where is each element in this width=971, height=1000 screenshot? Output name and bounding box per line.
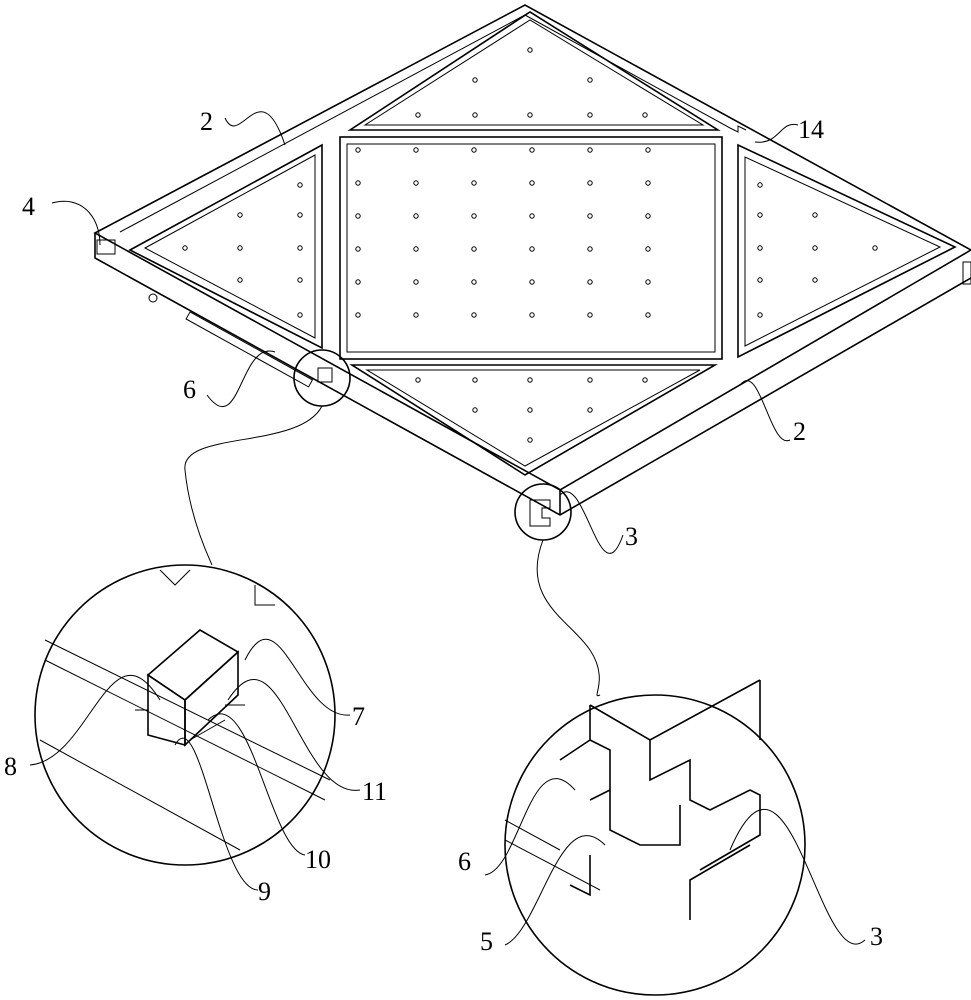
connector-small [318,368,332,382]
panels [130,12,955,475]
panel-hole [473,113,477,117]
panel-hole [473,408,477,412]
panel-hole [356,280,360,284]
label-6-detail: 6 [458,847,471,876]
label-9: 9 [258,877,271,906]
panel-hole [758,246,762,250]
detail-b [505,680,805,995]
panel-hole [356,148,360,152]
panel-hole [472,280,476,284]
panel-hole [646,313,650,317]
panel-hole [758,213,762,217]
label-8: 8 [4,752,17,781]
hole [149,294,157,302]
label-2-top: 2 [200,107,213,136]
panel-hole [356,313,360,317]
panel-hole [528,438,532,442]
panel-hole [588,113,592,117]
panel-hole [472,313,476,317]
panel-hole [416,113,420,117]
panel-hole [238,213,242,217]
leader-a [185,406,322,565]
panel-hole [183,246,187,250]
label-6-main: 6 [183,375,196,404]
panel-hole [530,313,534,317]
panel-hole [588,280,592,284]
detail-a [35,565,335,865]
panel-hole [414,280,418,284]
panel-hole [588,247,592,251]
panel-hole [356,214,360,218]
panel-hole [758,278,762,282]
panel-hole [414,247,418,251]
panel-hole [414,181,418,185]
panel-hole [643,113,647,117]
panel-hole [530,148,534,152]
panel-hole [588,78,592,82]
label-5: 5 [480,927,493,956]
panel-hole [588,181,592,185]
panel-hole [758,313,762,317]
panel-hole [588,214,592,218]
panel-hole [414,214,418,218]
panel-hole [588,408,592,412]
label-4: 4 [22,192,35,221]
panel-hole [530,280,534,284]
panel-hole [646,181,650,185]
label-11: 11 [362,777,387,806]
plate-front-faces [95,233,971,515]
panel-hole [298,183,302,187]
panel-hole [813,246,817,250]
panel-hole [646,280,650,284]
panel-hole [646,214,650,218]
leader-b [537,540,600,696]
panel-hole [298,313,302,317]
label-3-detail: 3 [870,922,883,951]
panel-hole [643,378,647,382]
panel-hole [298,246,302,250]
panel-hole [414,313,418,317]
label-14: 14 [798,115,824,144]
panel-hole [646,247,650,251]
panel-hole [414,148,418,152]
panel-holes [183,48,877,442]
panel-hole [646,148,650,152]
panel-hole [356,181,360,185]
panel-hole [238,246,242,250]
label-7: 7 [352,702,365,731]
panel-hole [238,278,242,282]
panel-hole [472,148,476,152]
floor-plate [95,5,971,515]
panel-hole [473,78,477,82]
panel-hole [588,148,592,152]
panel-hole [472,214,476,218]
panel-hole [472,181,476,185]
panel-hole [813,278,817,282]
panel-hole [416,378,420,382]
panel-hole [473,378,477,382]
panel-hole [298,278,302,282]
label-2-bottom: 2 [793,417,806,446]
panel-hole [530,247,534,251]
panel-hole [528,378,532,382]
panel-hole [530,214,534,218]
panel-hole [530,181,534,185]
label-10: 10 [305,845,331,874]
panel-hole [588,313,592,317]
panel-hole [758,183,762,187]
panel-hole [813,213,817,217]
panel-hole [528,408,532,412]
notch-14 [730,126,746,132]
panel-hole [528,48,532,52]
panel-hole [873,246,877,250]
label-3-main: 3 [625,522,638,551]
panel-hole [588,378,592,382]
panel-hole [472,247,476,251]
panel-hole [356,247,360,251]
panel-hole [528,113,532,117]
panel-hole [298,213,302,217]
